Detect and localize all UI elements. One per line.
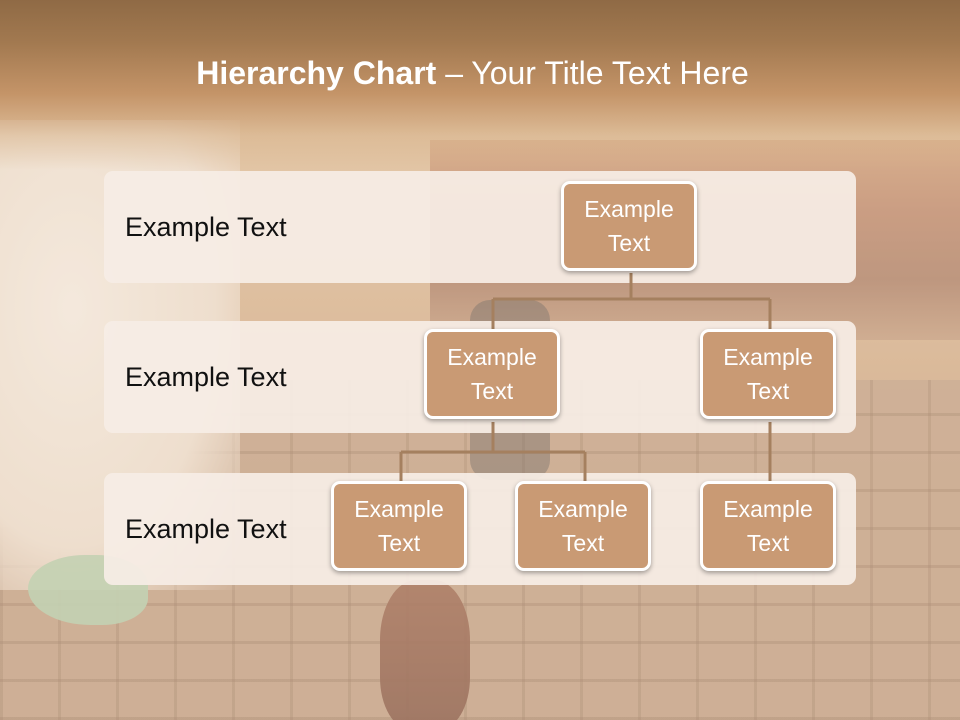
title-bold: Hierarchy Chart <box>196 55 437 91</box>
title-band <box>0 0 960 170</box>
node-level3-c[interactable]: Example Text <box>700 481 836 571</box>
node-level2-a[interactable]: Example Text <box>424 329 560 419</box>
slide-title[interactable]: Hierarchy Chart – Your Title Text Here <box>0 55 945 92</box>
row-label-2: Example Text <box>125 361 287 392</box>
node-level2-b[interactable]: Example Text <box>700 329 836 419</box>
row-band-1[interactable]: Example Text <box>104 171 856 283</box>
node-level3-b[interactable]: Example Text <box>515 481 651 571</box>
row-label-3: Example Text <box>125 513 287 544</box>
title-rest: – Your Title Text Here <box>436 55 749 91</box>
node-level3-a[interactable]: Example Text <box>331 481 467 571</box>
background-brown-shoe <box>380 580 470 720</box>
node-root[interactable]: Example Text <box>561 181 697 271</box>
row-label-1: Example Text <box>125 211 287 242</box>
